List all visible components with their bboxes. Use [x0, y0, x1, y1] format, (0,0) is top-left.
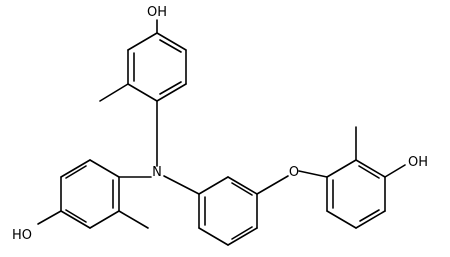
ring-b [60, 159, 120, 229]
atom-label-oh-top: OH [147, 5, 167, 20]
atom-label-ho-bottom-left: HO [12, 228, 32, 243]
ring-d [326, 159, 386, 229]
atom-label-o-ether: O [289, 165, 299, 180]
ring-a [127, 32, 187, 102]
ring-c [198, 176, 258, 246]
atom-label-oh-right: OH [408, 155, 428, 170]
atom-label-n: N [152, 165, 162, 180]
substituent-bonds [37, 19, 406, 229]
